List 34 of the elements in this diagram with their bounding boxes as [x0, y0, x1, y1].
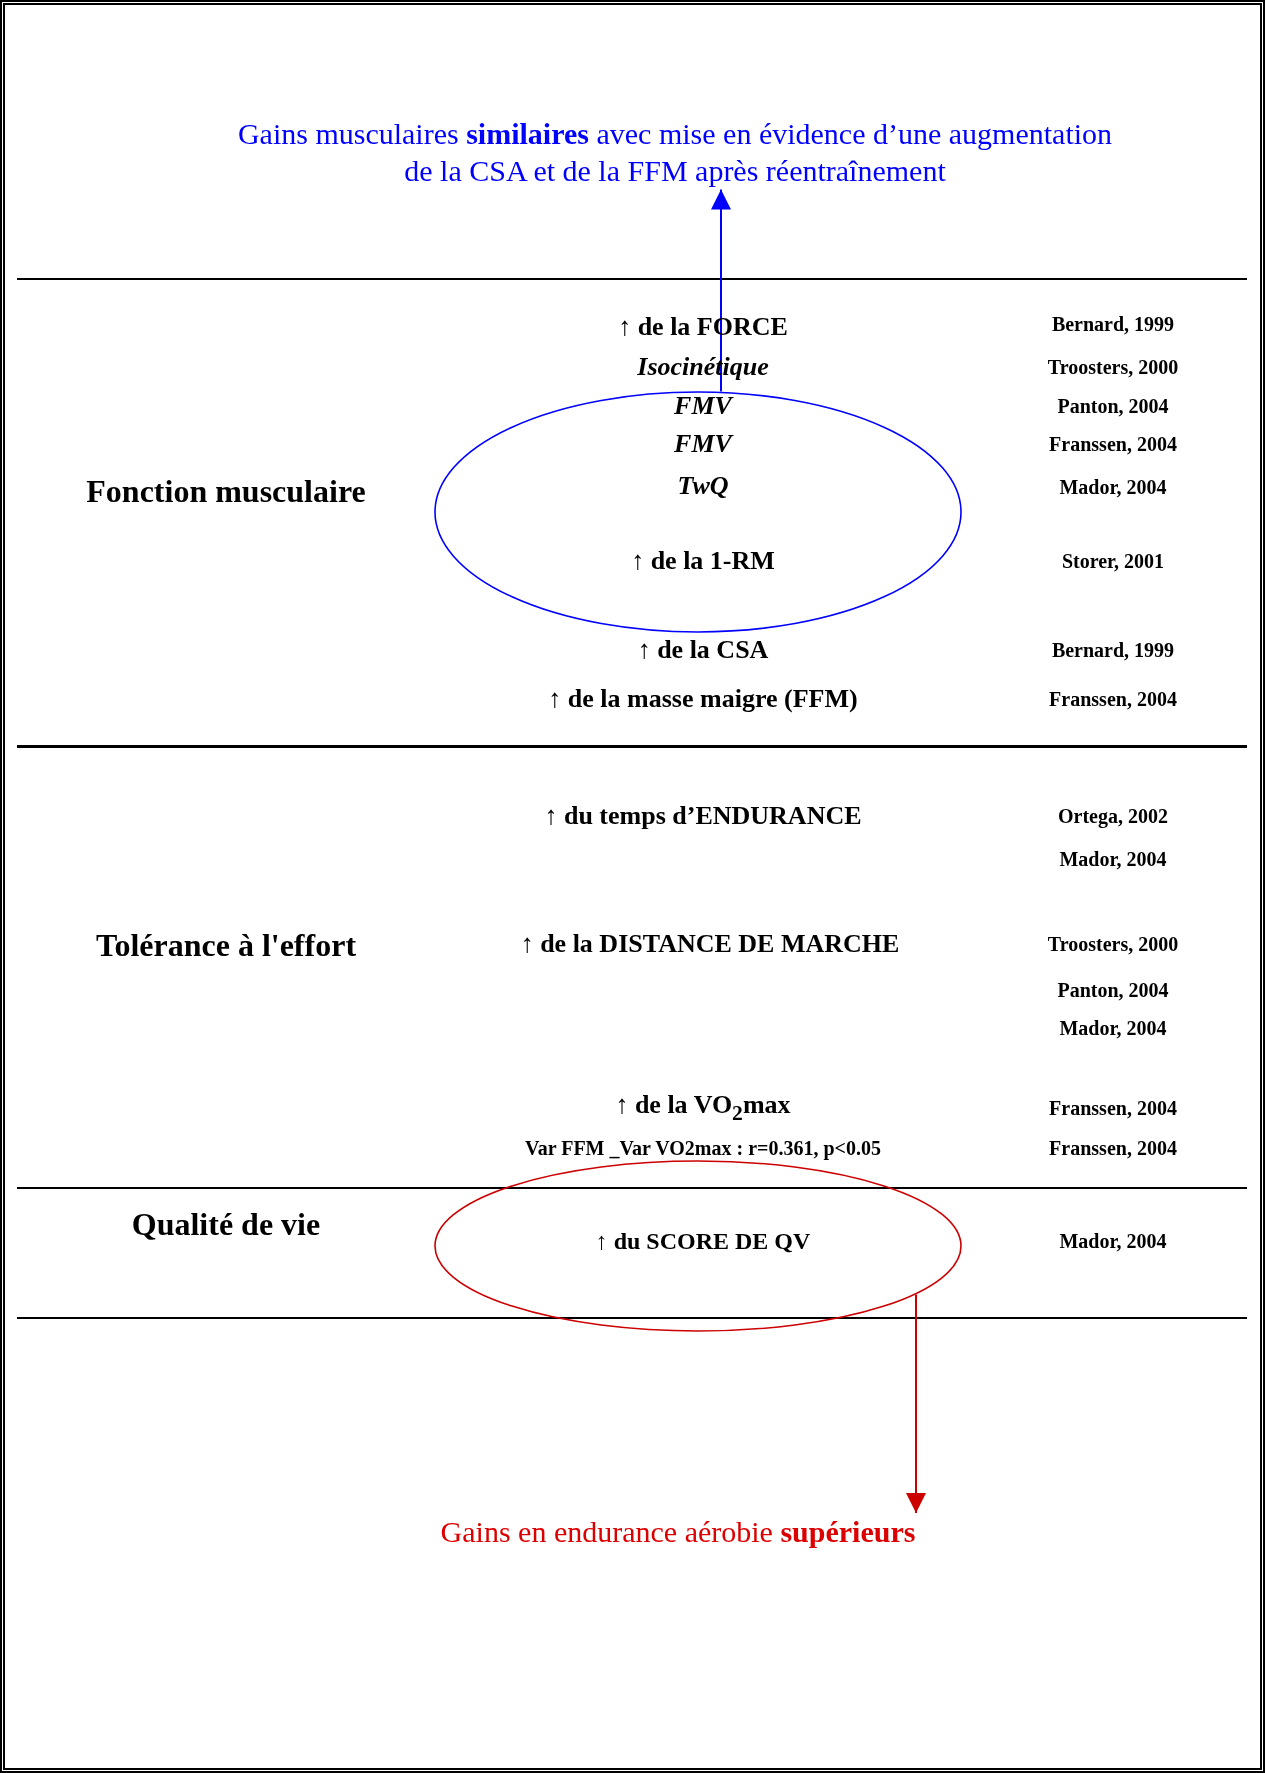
reference-text: Franssen, 2004 — [1049, 687, 1177, 711]
reference-text: Mador, 2004 — [1059, 1229, 1167, 1253]
result-text: ↑ de la DISTANCE DE MARCHE — [520, 929, 900, 959]
reference-text: Mador, 2004 — [1059, 475, 1167, 499]
result-text: ↑ de la 1-RM — [631, 546, 775, 576]
result-text: ↑ du SCORE DE QV — [595, 1227, 811, 1255]
reference-text: Mador, 2004 — [1059, 1016, 1167, 1040]
reference-text: Panton, 2004 — [1057, 394, 1169, 418]
category-label: Tolérance à l'effort — [95, 926, 357, 964]
correlation-text: Var FFM _Var VO2max : r=0.361, p<0.05 — [525, 1136, 881, 1160]
result-text: ↑ de la CSA — [637, 635, 769, 665]
finding-text: Gains musculaires similaires avec mise en évidence d’une augmentation de la CSA et de la FFM après réentraînement — [225, 114, 1125, 190]
arrow — [906, 1293, 926, 1514]
reference-text: Franssen, 2004 — [1049, 1096, 1177, 1120]
finding-text: Gains en endurance aérobie supérieurs — [328, 1513, 1028, 1551]
reference-text: Bernard, 1999 — [1051, 638, 1175, 662]
reference-text: Franssen, 2004 — [1049, 1136, 1177, 1160]
reference-text: Storer, 2001 — [1061, 549, 1165, 573]
reference-text: Troosters, 2000 — [1047, 932, 1179, 956]
reference-text: Mador, 2004 — [1059, 847, 1167, 871]
result-text: ↑ de la masse maigre (FFM) — [548, 684, 858, 714]
category-label: Fonction musculaire — [86, 472, 366, 510]
reference-text: Panton, 2004 — [1057, 978, 1169, 1002]
result-text: TwQ — [677, 471, 729, 501]
result-text: ↑ du temps d’ENDURANCE — [544, 801, 862, 831]
reference-text: Franssen, 2004 — [1049, 432, 1177, 456]
result-text: FMV — [674, 391, 732, 421]
result-text: ↑ de la VO$_{2}$max — [615, 1090, 791, 1126]
reference-text: Bernard, 1999 — [1051, 312, 1175, 336]
reference-text: Troosters, 2000 — [1047, 355, 1179, 379]
reference-text: Ortega, 2002 — [1058, 804, 1168, 828]
result-text: FMV — [674, 429, 732, 459]
arrow — [711, 188, 731, 393]
category-label: Qualité de vie — [131, 1205, 321, 1243]
